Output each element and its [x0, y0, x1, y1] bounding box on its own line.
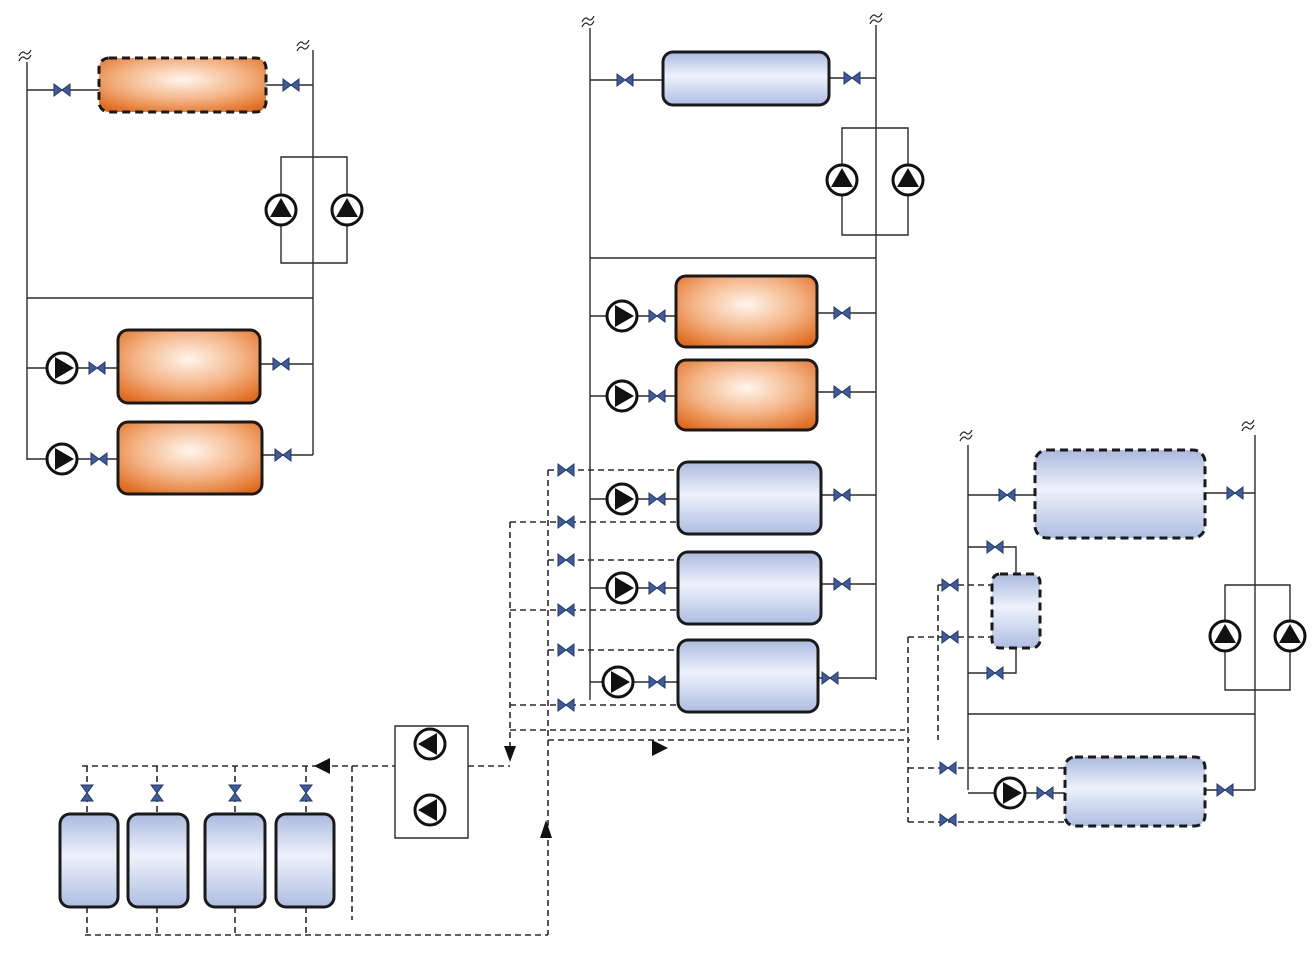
valve-icon: [986, 666, 1004, 680]
pump-icon: [1273, 619, 1307, 653]
pipe-break-icon: [869, 12, 883, 25]
pipe-break-icon: [581, 15, 595, 28]
valve-icon: [80, 784, 94, 802]
valve-icon: [272, 357, 290, 371]
pump-icon: [601, 665, 635, 699]
middle-system: [504, 12, 925, 935]
storage-tank: [126, 812, 190, 909]
orange-tank-dashed: [97, 56, 268, 114]
valve-icon: [821, 671, 839, 685]
valve-icon: [557, 643, 575, 657]
right-system: [907, 419, 1307, 828]
pipe-break-icon: [296, 39, 310, 52]
pump-icon: [605, 571, 639, 605]
valve-icon: [557, 698, 575, 712]
valve-icon: [88, 361, 106, 375]
valve-icon: [648, 309, 666, 323]
valve-icon: [648, 581, 666, 595]
blue-tank-dashed: [1033, 448, 1207, 540]
storage-tank: [203, 812, 267, 909]
valve-icon: [833, 306, 851, 320]
flow-arrow-icon: [504, 746, 516, 762]
blue-tank-dashed: [1063, 755, 1207, 828]
valve-icon: [557, 515, 575, 529]
valve-icon: [228, 784, 242, 802]
valve-icon: [833, 488, 851, 502]
pump-icon: [45, 442, 79, 476]
valve-icon: [998, 488, 1016, 502]
valve-icon: [53, 83, 71, 97]
valve-icon: [274, 448, 292, 462]
valve-icon: [150, 784, 164, 802]
pipe-break-icon: [1241, 419, 1255, 432]
pump-icon: [413, 727, 447, 761]
valve-icon: [1216, 783, 1234, 797]
pump-icon: [264, 193, 298, 227]
valve-icon: [986, 540, 1004, 554]
small-tank-dashed: [990, 572, 1042, 650]
valve-icon: [833, 577, 851, 591]
pipe-break-icon: [959, 429, 973, 442]
blue-tank: [676, 550, 823, 626]
pump-icon: [330, 193, 364, 227]
pump-icon: [1208, 619, 1242, 653]
pump-icon: [413, 793, 447, 827]
orange-tank: [674, 358, 819, 432]
valve-icon: [1036, 786, 1054, 800]
pump-icon: [605, 379, 639, 413]
orange-tank: [674, 274, 819, 349]
valve-icon: [557, 463, 575, 477]
storage-system: [58, 725, 548, 936]
flow-arrow-icon: [314, 758, 330, 774]
blue-tank: [661, 50, 831, 107]
valve-icon: [557, 553, 575, 567]
pipe: [394, 725, 469, 839]
valve-icon: [648, 492, 666, 506]
storage-tank: [274, 812, 336, 909]
pump-icon: [605, 482, 639, 516]
valve-icon: [648, 675, 666, 689]
valve-icon: [648, 389, 666, 403]
pipe-break-icon: [18, 49, 32, 62]
valve-icon: [1226, 486, 1244, 500]
pump-icon: [825, 163, 859, 197]
flow-arrow-icon: [652, 740, 668, 756]
pump-icon: [993, 776, 1027, 810]
valve-icon: [939, 813, 957, 827]
valve-icon: [941, 630, 959, 644]
valve-icon: [833, 385, 851, 399]
valve-icon: [282, 78, 300, 92]
orange-tank: [116, 420, 264, 496]
left-system: [18, 39, 364, 496]
pump-icon: [605, 299, 639, 333]
blue-tank: [676, 460, 823, 536]
orange-tank: [116, 328, 262, 405]
pump-icon: [45, 351, 79, 385]
valve-icon: [843, 71, 861, 85]
valve-icon: [939, 761, 957, 775]
blue-tank: [676, 638, 820, 714]
flow-arrow-icon: [540, 820, 552, 838]
dashed-line: [509, 469, 910, 935]
pump-icon: [891, 163, 925, 197]
valve-icon: [941, 578, 959, 592]
valve-icon: [557, 603, 575, 617]
storage-tank: [58, 812, 120, 909]
valve-icon: [299, 784, 313, 802]
valve-icon: [616, 73, 634, 87]
valve-icon: [90, 452, 108, 466]
